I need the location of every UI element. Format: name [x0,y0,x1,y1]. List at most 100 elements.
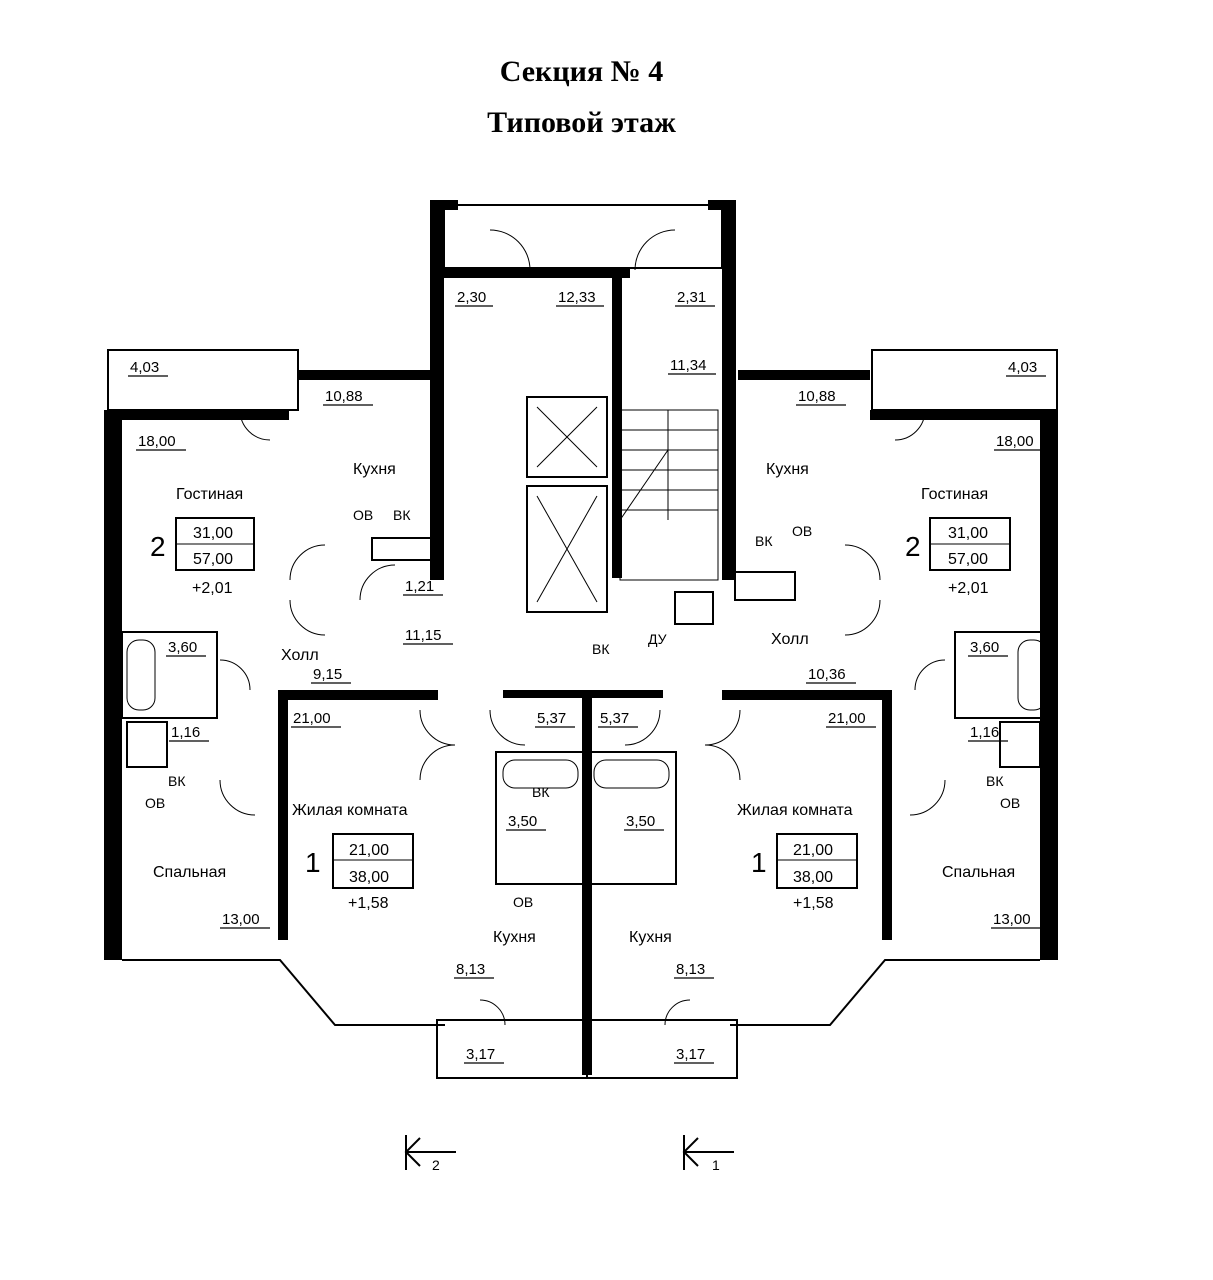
apartment-living-area: 21,00 [349,842,389,859]
apartment-living-area: 31,00 [948,525,988,542]
area-bath-center-right: 3,50 [626,813,655,830]
label-ov-2: ОВ [792,523,812,539]
wall-center-top [503,690,663,698]
wall-room-top-left [278,690,438,700]
elevator-shaft-2 [526,485,608,613]
wall-central-right [722,200,736,580]
apartment-total-area: 38,00 [349,869,389,886]
area-bedroom-right: 13,00 [993,911,1031,928]
balcony-right [871,349,1058,411]
label-vk-1: ВК [393,507,411,523]
apartment-left-2: 2 31,00 57,00 +2,01 [150,517,255,597]
wall-center-divider [582,690,592,1075]
label-ov-1: ОВ [353,507,373,523]
apartment-number: 1 [305,847,321,878]
wall-central-left [430,200,444,580]
area-bath-center-left: 3,50 [508,813,537,830]
bath-right [954,631,1046,719]
area-kitchen-right: 10,88 [798,388,836,405]
room-kitchen-center-right: Кухня [629,929,672,946]
room-room-right: Жилая комната [737,802,853,819]
area-hall-right: 10,36 [808,666,846,683]
area-stair: 11,34 [670,357,706,374]
area-top-balcony-left: 2,30 [457,289,486,306]
area-bath-right: 3,60 [970,639,999,656]
label-ov-3: ОВ [145,795,165,811]
label-ov-4: ОВ [1000,795,1020,811]
page-title: Секция № 4 [499,55,664,88]
area-bath-left: 3,60 [168,639,197,656]
walls [104,200,1058,1079]
area-wc-left-small: 1,21 [405,578,434,595]
area-bedroom-left: 13,00 [222,911,260,928]
wall-top-right [870,410,1058,420]
wall-stair-top-left [444,268,544,278]
area-balcony-left: 4,03 [130,359,159,376]
utility-labels: ОВ ВК ВК ОВ ВК ДУ ВК ОВ ВК ОВ ВК ОВ [145,507,1020,910]
label-vk-6: ВК [532,784,550,800]
apartment-left-1: 1 21,00 38,00 +1,58 [305,833,414,912]
wall-room-left [278,690,288,940]
elevator-shaft-1 [526,396,608,478]
wall-room-right [882,690,892,940]
section-number: 2 [432,1157,440,1173]
room-bedroom-right: Спальная [942,864,1015,881]
wall-stair-divider [612,278,622,578]
apartment-total-area: 38,00 [793,869,833,886]
apartment-right-2: 2 31,00 57,00 +2,01 [905,517,1011,597]
page-subtitle: Типовой этаж [487,106,676,139]
area-room-left: 21,00 [293,710,331,727]
apartment-coefficient: +2,01 [948,580,989,597]
area-hall-center-right: 5,37 [600,710,629,727]
label-ov-5: ОВ [513,894,533,910]
wall-room-top-right [722,690,892,700]
section-marker-2: 2 [404,1135,456,1173]
area-loggia-right: 3,17 [676,1046,705,1063]
area-hall-left: 9,15 [313,666,342,683]
wall-kitchen-top-left [298,370,443,380]
section-marker-1: 1 [682,1135,734,1173]
area-living-right: 18,00 [996,433,1034,450]
area-top-balcony-right: 2,31 [677,289,706,306]
area-loggia-left: 3,17 [466,1046,495,1063]
apartment-total-area: 57,00 [193,551,233,568]
room-living-left: Гостиная [176,486,243,503]
room-kitchen-left: Кухня [353,461,396,478]
room-kitchen-right: Кухня [766,461,809,478]
apartment-number: 2 [150,531,166,562]
area-wc-right: 1,16 [970,724,999,741]
wall-stair-top-center [530,268,630,278]
apartment-right-1: 1 21,00 38,00 +1,58 [751,833,858,912]
apartment-coefficient: +1,58 [793,895,834,912]
wall-left-outer [104,410,122,960]
bath-center [495,751,677,885]
label-vk-5: ВК [986,773,1004,789]
area-corridor: 11,15 [405,627,441,644]
area-balcony-right: 4,03 [1008,359,1037,376]
staircase [619,409,719,581]
area-labels: 2,30 12,33 2,31 11,34 4,03 4,03 10,88 10… [128,289,1046,1064]
wall-kitchen-top-right [738,370,870,380]
room-living-right: Гостиная [921,486,988,503]
balcony-top [443,204,723,269]
label-vk-2: ВК [755,533,773,549]
room-room-left: Жилая комната [292,802,408,819]
room-kitchen-center-left: Кухня [493,929,536,946]
apartment-living-area: 31,00 [193,525,233,542]
apartment-total-area: 57,00 [948,551,988,568]
room-labels: Кухня Кухня Гостиная Гостиная Холл Холл … [153,461,1015,946]
section-number: 1 [712,1157,720,1173]
apartment-living-area: 21,00 [793,842,833,859]
area-kitchen-center-left: 8,13 [456,961,485,978]
room-hall-right: Холл [771,631,809,648]
balcony-left [107,349,299,411]
apartment-number: 2 [905,531,921,562]
area-top-stair-hall: 12,33 [558,289,596,306]
room-bedroom-left: Спальная [153,864,226,881]
apartment-coefficient: +1,58 [348,895,389,912]
area-kitchen-center-right: 8,13 [676,961,705,978]
area-room-right: 21,00 [828,710,866,727]
apartment-number: 1 [751,847,767,878]
label-vk-4: ВК [168,773,186,789]
